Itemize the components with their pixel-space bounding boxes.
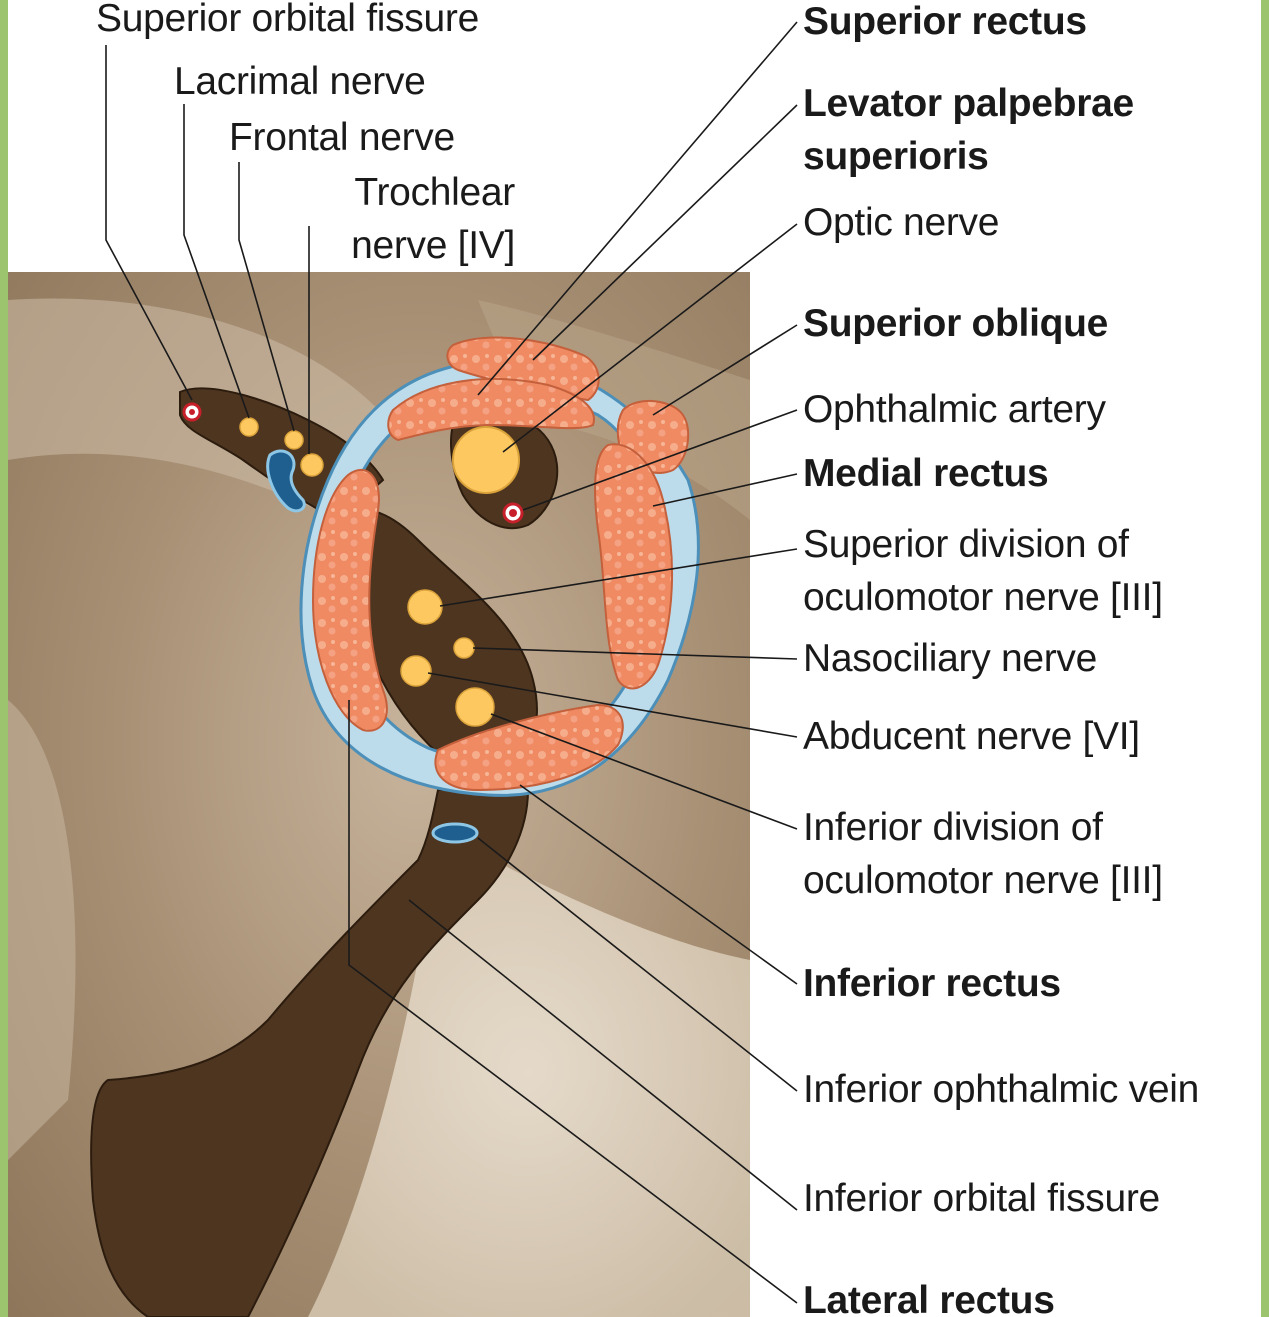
label-inferior-orbital-fissure: Inferior orbital fissure bbox=[803, 1172, 1160, 1225]
label-nasociliary-nerve: Nasociliary nerve bbox=[803, 632, 1097, 685]
label-lateral-rectus: Lateral rectus bbox=[803, 1274, 1055, 1317]
label-trochlear-nerve: Trochlear nerve [IV] bbox=[293, 166, 515, 272]
fissure-artery-core bbox=[189, 409, 195, 415]
label-inferior-division-oculomotor: Inferior division of oculomotor nerve [I… bbox=[803, 801, 1163, 907]
label-medial-rectus: Medial rectus bbox=[803, 447, 1048, 500]
label-inferior-rectus: Inferior rectus bbox=[803, 957, 1061, 1010]
label-ophthalmic-artery: Ophthalmic artery bbox=[803, 383, 1106, 436]
frontal-nerve bbox=[285, 431, 303, 449]
inferior-division-oculomotor bbox=[456, 688, 494, 726]
label-superior-division-oculomotor: Superior division of oculomotor nerve [I… bbox=[803, 518, 1163, 624]
label-superior-oblique: Superior oblique bbox=[803, 297, 1108, 350]
nasociliary-nerve bbox=[454, 638, 474, 658]
anatomy-figure: Superior orbital fissure Lacrimal nerve … bbox=[8, 0, 1261, 1317]
trochlear-nerve bbox=[301, 454, 323, 476]
lacrimal-nerve bbox=[240, 418, 258, 436]
label-superior-rectus: Superior rectus bbox=[803, 0, 1087, 48]
label-lacrimal-nerve: Lacrimal nerve bbox=[174, 55, 426, 108]
label-superior-orbital-fissure: Superior orbital fissure bbox=[96, 0, 479, 45]
label-inferior-ophthalmic-vein: Inferior ophthalmic vein bbox=[803, 1063, 1199, 1116]
label-optic-nerve: Optic nerve bbox=[803, 196, 999, 249]
optic-nerve bbox=[453, 427, 519, 493]
superior-division-oculomotor bbox=[408, 590, 442, 624]
abducent-nerve bbox=[401, 656, 431, 686]
label-levator-palpebrae-superioris: Levator palpebrae superioris bbox=[803, 77, 1134, 183]
inferior-ophthalmic-vein bbox=[433, 824, 477, 842]
ophthalmic-artery-core bbox=[509, 509, 517, 517]
label-abducent-nerve: Abducent nerve [VI] bbox=[803, 710, 1140, 763]
label-frontal-nerve: Frontal nerve bbox=[229, 111, 455, 164]
